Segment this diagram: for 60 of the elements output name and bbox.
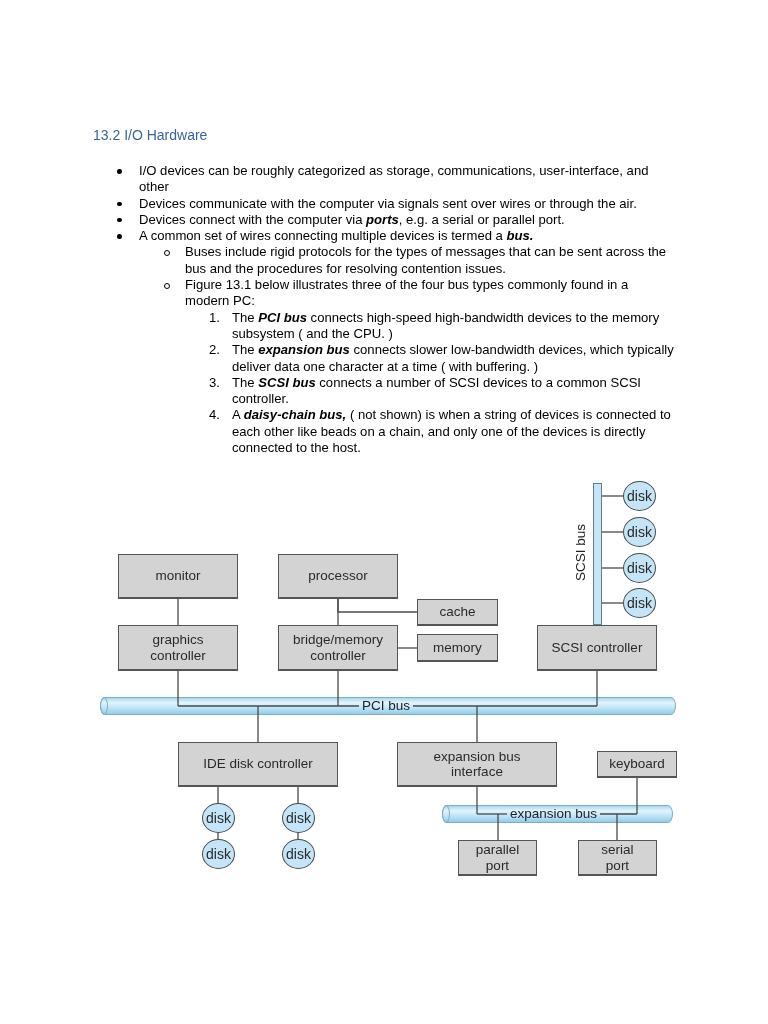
connector-line — [601, 567, 624, 569]
bus-cylinder — [100, 697, 676, 715]
connector-line — [601, 602, 624, 604]
connector-line — [601, 531, 624, 533]
list-number: 4. — [209, 407, 220, 424]
connector-line — [177, 670, 179, 698]
component-box: cache — [417, 599, 498, 626]
connector-line — [476, 786, 478, 806]
bullet-text: The PCI bus connects high-speed high-bandwidth devices to the memory subsystem ( and the CPU. ) — [232, 309, 661, 343]
section-heading: 13.2 I/O Hardware — [93, 127, 208, 144]
connector-line — [257, 714, 259, 743]
list-number: 2. — [209, 342, 220, 359]
connector-line — [297, 832, 299, 840]
connector-line — [397, 647, 418, 649]
connector-line — [337, 670, 339, 698]
bullet-text: Devices communicate with the computer via signals sent over wires or through the air. — [139, 195, 638, 212]
bullet-text: I/O devices can be roughly categorized as storage, communications, user-interface, and other — [139, 163, 650, 196]
component-box: keyboard — [597, 751, 677, 778]
bullet-text: A daisy-chain bus, ( not shown) is when a string of devices is connected to each other like beads on a chain, and only one of the devices is directly connected to the host. — [232, 407, 672, 457]
component-box: IDE disk controller — [178, 742, 338, 787]
bullet-text: The expansion bus connects slower low-bandwidth devices, which typically deliver data one character at a time ( with buffering. ) — [232, 342, 675, 375]
bullet-text: Figure 13.1 below illustrates three of the four bus types commonly found in a modern PC: — [185, 277, 630, 310]
connector-line — [636, 777, 638, 806]
disk-circle: disk — [623, 517, 656, 547]
component-box: parallel port — [458, 840, 537, 876]
disk-circle: disk — [282, 839, 315, 869]
bus-label: expansion bus — [510, 805, 598, 823]
connector-line — [177, 598, 179, 626]
bullet-text: A common set of wires connecting multiple devices is termed a bus. — [139, 228, 535, 245]
component-box: bridge/memory controller — [278, 625, 398, 671]
connector-line — [297, 786, 299, 804]
bus-cylinder — [442, 805, 673, 823]
bullet-text: Devices connect with the computer via ports, e.g. a serial or parallel port. — [139, 211, 566, 229]
disk-circle: disk — [623, 481, 656, 511]
component-box: serial port — [578, 840, 657, 876]
connector-line — [217, 786, 219, 804]
disk-circle: disk — [202, 839, 235, 869]
disk-circle: disk — [282, 803, 315, 833]
connector-line — [497, 822, 499, 841]
connector-line — [601, 495, 624, 497]
component-box: memory — [417, 634, 498, 662]
component-box: SCSI controller — [537, 625, 657, 671]
connector-line — [337, 598, 418, 613]
connector-line — [476, 714, 478, 743]
list-number: 3. — [209, 374, 220, 392]
disk-circle: disk — [202, 803, 235, 833]
component-box: expansion bus interface — [397, 742, 557, 787]
component-box: processor — [278, 554, 398, 599]
connector-line — [596, 670, 598, 698]
disk-circle: disk — [623, 553, 656, 583]
bus-label: SCSI bus — [574, 524, 588, 582]
bus-label: PCI bus — [362, 697, 411, 715]
component-box: graphics controller — [118, 625, 238, 671]
component-box: monitor — [118, 554, 238, 599]
disk-circle: disk — [623, 588, 656, 618]
bullet-text: The SCSI bus connects a number of SCSI devices to a common SCSI controller. — [232, 374, 642, 408]
bullet-text: Buses include rigid protocols for the types of messages that can be sent across the bus and the procedures for resolving contention issues. — [185, 244, 668, 278]
list-number: 1. — [209, 309, 220, 326]
connector-line — [616, 822, 618, 841]
connector-line — [217, 832, 219, 840]
